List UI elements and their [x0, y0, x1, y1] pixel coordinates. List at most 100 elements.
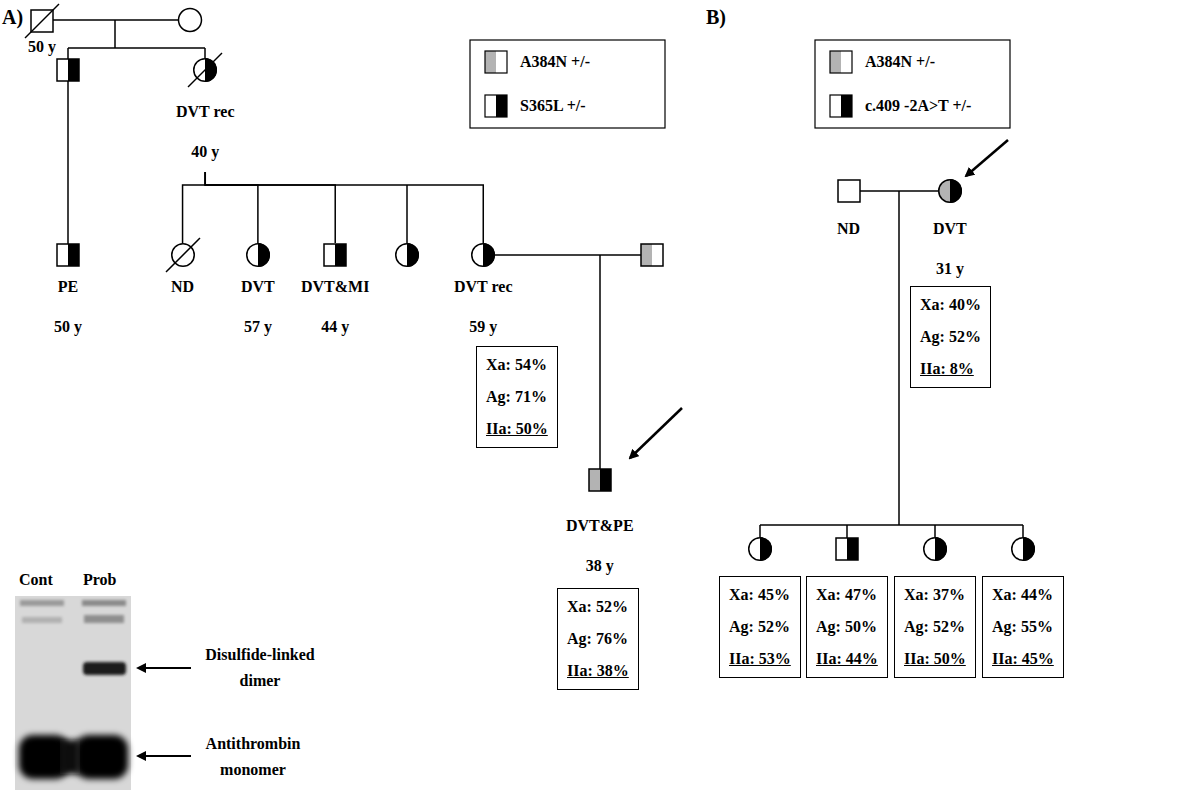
phenotype-label: 31 y	[931, 249, 969, 289]
band-arrow	[138, 667, 191, 669]
assay-box: Xa: 40%Ag: 52%IIa: 8%	[910, 286, 991, 388]
phenotype-label: 59 y	[452, 307, 515, 347]
pedigree-individual: ND	[169, 243, 196, 307]
band-label: Antithrombin monomer	[194, 731, 312, 783]
assay-value: Ag: 71%	[486, 381, 548, 413]
descent-line	[114, 20, 116, 48]
assay-value: Ag: 76%	[567, 623, 629, 655]
assay-value: IIa: 50%	[904, 643, 966, 675]
pedigree-individual: 50 y	[26, 9, 58, 67]
pedigree-individual: ND	[835, 179, 862, 249]
legend-text: A384N +/-	[520, 51, 590, 73]
sibship-line	[68, 47, 205, 49]
legend-swatch	[830, 51, 852, 73]
assay-box: Xa: 47%Ag: 50%IIa: 44%	[806, 576, 888, 678]
female-symbol	[938, 179, 962, 203]
assay-value: IIa: 44%	[816, 643, 878, 675]
descent-line	[204, 48, 206, 58]
phenotype-label: 44 y	[299, 307, 371, 347]
assay-value: Ag: 55%	[992, 611, 1054, 643]
phenotype-label: DVT rec	[174, 92, 237, 132]
legend-text: S365L +/-	[520, 95, 586, 117]
panel-letter: A)	[2, 4, 23, 30]
lane-label: Prob	[83, 567, 116, 593]
pedigree-individual: DVT rec59 y	[452, 243, 515, 347]
male-symbol	[30, 9, 54, 33]
sibship-line	[760, 524, 1023, 526]
pedigree-individual: DVT rec40 y	[174, 58, 237, 172]
assay-value: Xa: 52%	[567, 591, 629, 623]
pedigree-individual: PE50 y	[52, 243, 84, 347]
phenotype-label: ND	[169, 267, 196, 307]
male-symbol	[837, 179, 861, 203]
assay-value: Ag: 52%	[920, 321, 981, 353]
legend-swatch	[830, 95, 852, 117]
assay-box: Xa: 52%Ag: 76%IIa: 38%	[557, 588, 639, 690]
descent-line	[406, 185, 408, 243]
assay-value: IIa: 53%	[729, 643, 791, 675]
assay-box: Xa: 44%Ag: 55%IIa: 45%	[982, 576, 1064, 678]
child-symbol	[748, 537, 772, 561]
assay-value: IIa: 50%	[486, 413, 548, 445]
descent-line	[183, 172, 206, 243]
descent-line	[898, 191, 900, 525]
panel-letter: B)	[706, 4, 726, 30]
male-symbol	[56, 243, 80, 267]
female-symbol	[171, 243, 195, 267]
legend-text: c.409 -2A>T +/-	[865, 95, 971, 117]
assay-value: Xa: 40%	[920, 289, 981, 321]
assay-value: IIa: 38%	[567, 655, 629, 687]
phenotype-label: DVT	[239, 267, 277, 307]
phenotype-label: 38 y	[564, 546, 636, 586]
phenotype-label: 50 y	[52, 307, 84, 347]
western-blot	[15, 596, 131, 790]
legend-box	[470, 40, 665, 128]
descent-line	[205, 172, 258, 243]
legend-text: A384N +/-	[865, 51, 935, 73]
phenotype-label: 57 y	[239, 307, 277, 347]
assay-value: IIa: 8%	[920, 353, 981, 385]
phenotype-label: DVT&MI	[299, 267, 371, 307]
phenotype-label: DVT	[931, 209, 969, 249]
descent-line	[67, 48, 69, 59]
descent-line	[934, 525, 936, 537]
pedigree-individual: DVT&MI44 y	[299, 243, 371, 347]
assay-box: Xa: 45%Ag: 52%IIa: 53%	[719, 576, 801, 678]
phenotype-label: DVT rec	[452, 267, 515, 307]
descent-line	[67, 81, 69, 244]
child-symbol	[836, 538, 858, 560]
descent-line	[205, 172, 483, 243]
assay-value: Ag: 52%	[904, 611, 966, 643]
male-symbol	[323, 243, 347, 267]
descent-line	[759, 525, 761, 537]
assay-value: Xa: 44%	[992, 579, 1054, 611]
phenotype-label: DVT&PE	[564, 506, 636, 546]
lane-label: Cont	[19, 567, 53, 593]
legend-swatch	[485, 95, 507, 117]
uncle-symbol	[57, 59, 79, 81]
assay-value: Ag: 52%	[729, 611, 791, 643]
male-symbol	[588, 468, 612, 492]
pedigree-individual: DVT&PE38 y	[564, 468, 636, 586]
pedigree-individual: DVT57 y	[239, 243, 277, 347]
marriage-line	[495, 254, 641, 256]
assay-value: Xa: 45%	[729, 579, 791, 611]
husband-symbol	[641, 244, 663, 266]
child-symbol	[1011, 537, 1035, 561]
assay-value: Xa: 37%	[904, 579, 966, 611]
descent-line	[846, 525, 848, 538]
female-symbol	[246, 243, 270, 267]
descent-line	[599, 255, 601, 469]
assay-value: Xa: 54%	[486, 349, 548, 381]
assay-value: Ag: 50%	[816, 611, 878, 643]
female-symbol	[471, 243, 495, 267]
legend-box	[815, 40, 1010, 128]
band-label: Disulfide-linked dimer	[194, 642, 326, 694]
sibling-symbol	[395, 243, 419, 267]
proband-arrow	[630, 408, 682, 458]
phenotype-label: 40 y	[174, 132, 237, 172]
legend-swatch	[485, 51, 507, 73]
band-arrow	[138, 755, 191, 757]
proband-arrow	[966, 140, 1008, 176]
